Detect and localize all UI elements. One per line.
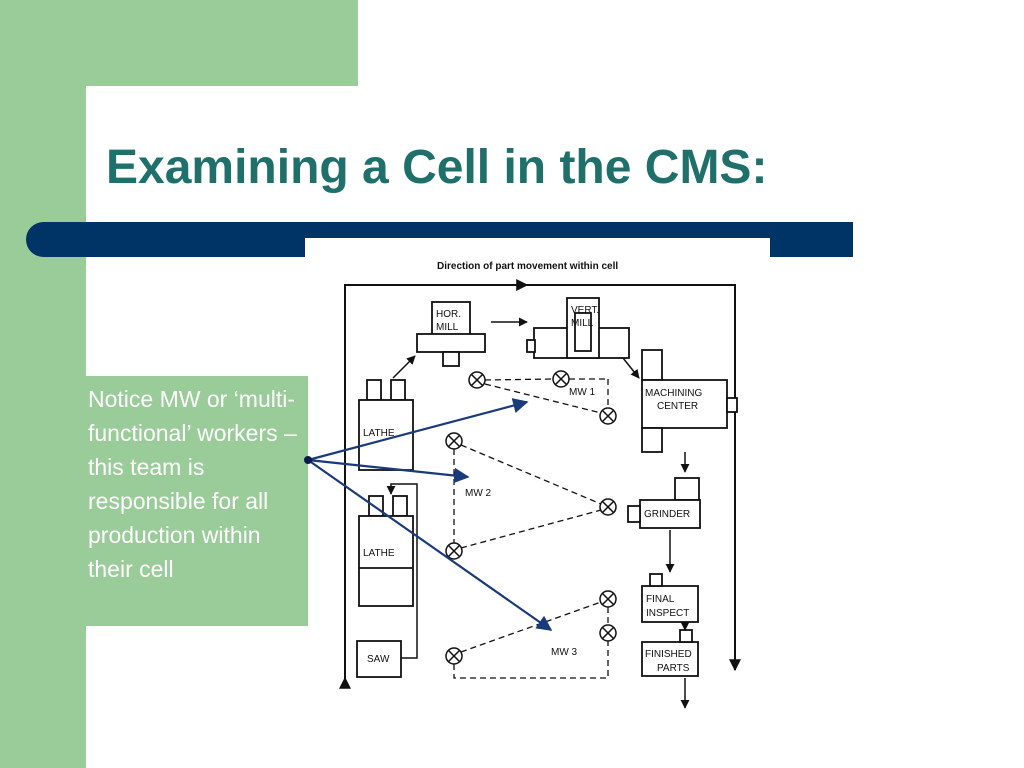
slide-title: Examining a Cell in the CMS: [106,141,768,194]
hor-mill-label-2: MILL [436,322,459,333]
final-inspect-station [641,573,699,623]
lathe-bottom-label: LATHE [363,548,395,559]
final-inspect-label-2: INSPECT [646,608,689,619]
machining-center-label-2: CENTER [657,401,698,412]
vert-mill-label-2: MILL [571,318,594,329]
machining-center-machine [641,349,738,453]
grinder-label: GRINDER [644,509,690,520]
mw3-label: MW 3 [551,647,578,658]
final-inspect-label-1: FINAL [646,594,675,605]
saw-machine [356,640,402,678]
note-text: Notice MW or ‘multi-functional’ workers … [88,386,297,582]
lathe-top-label: LATHE [363,428,395,439]
finished-parts-label-2: PARTS [657,663,690,674]
finished-parts-station [641,629,699,677]
vert-mill-label-1: VERT. [571,305,599,316]
mw1-label: MW 1 [569,387,596,398]
mw2-label: MW 2 [465,488,492,499]
finished-parts-label-1: FINISHED [645,649,692,660]
hor-mill-machine [416,301,486,367]
vert-mill-machine [526,297,630,359]
hor-mill-label-1: HOR. [436,309,461,320]
saw-label: SAW [367,654,390,665]
machining-center-label-1: MACHINING [645,388,702,399]
top-green-block [0,0,358,86]
grinder-machine [627,477,701,529]
cell-layout-diagram: Direction of part movement within cell H… [305,238,770,720]
note-callout [86,376,308,626]
diagram-header: Direction of part movement within cell [437,261,618,272]
left-green-strip [0,0,86,768]
